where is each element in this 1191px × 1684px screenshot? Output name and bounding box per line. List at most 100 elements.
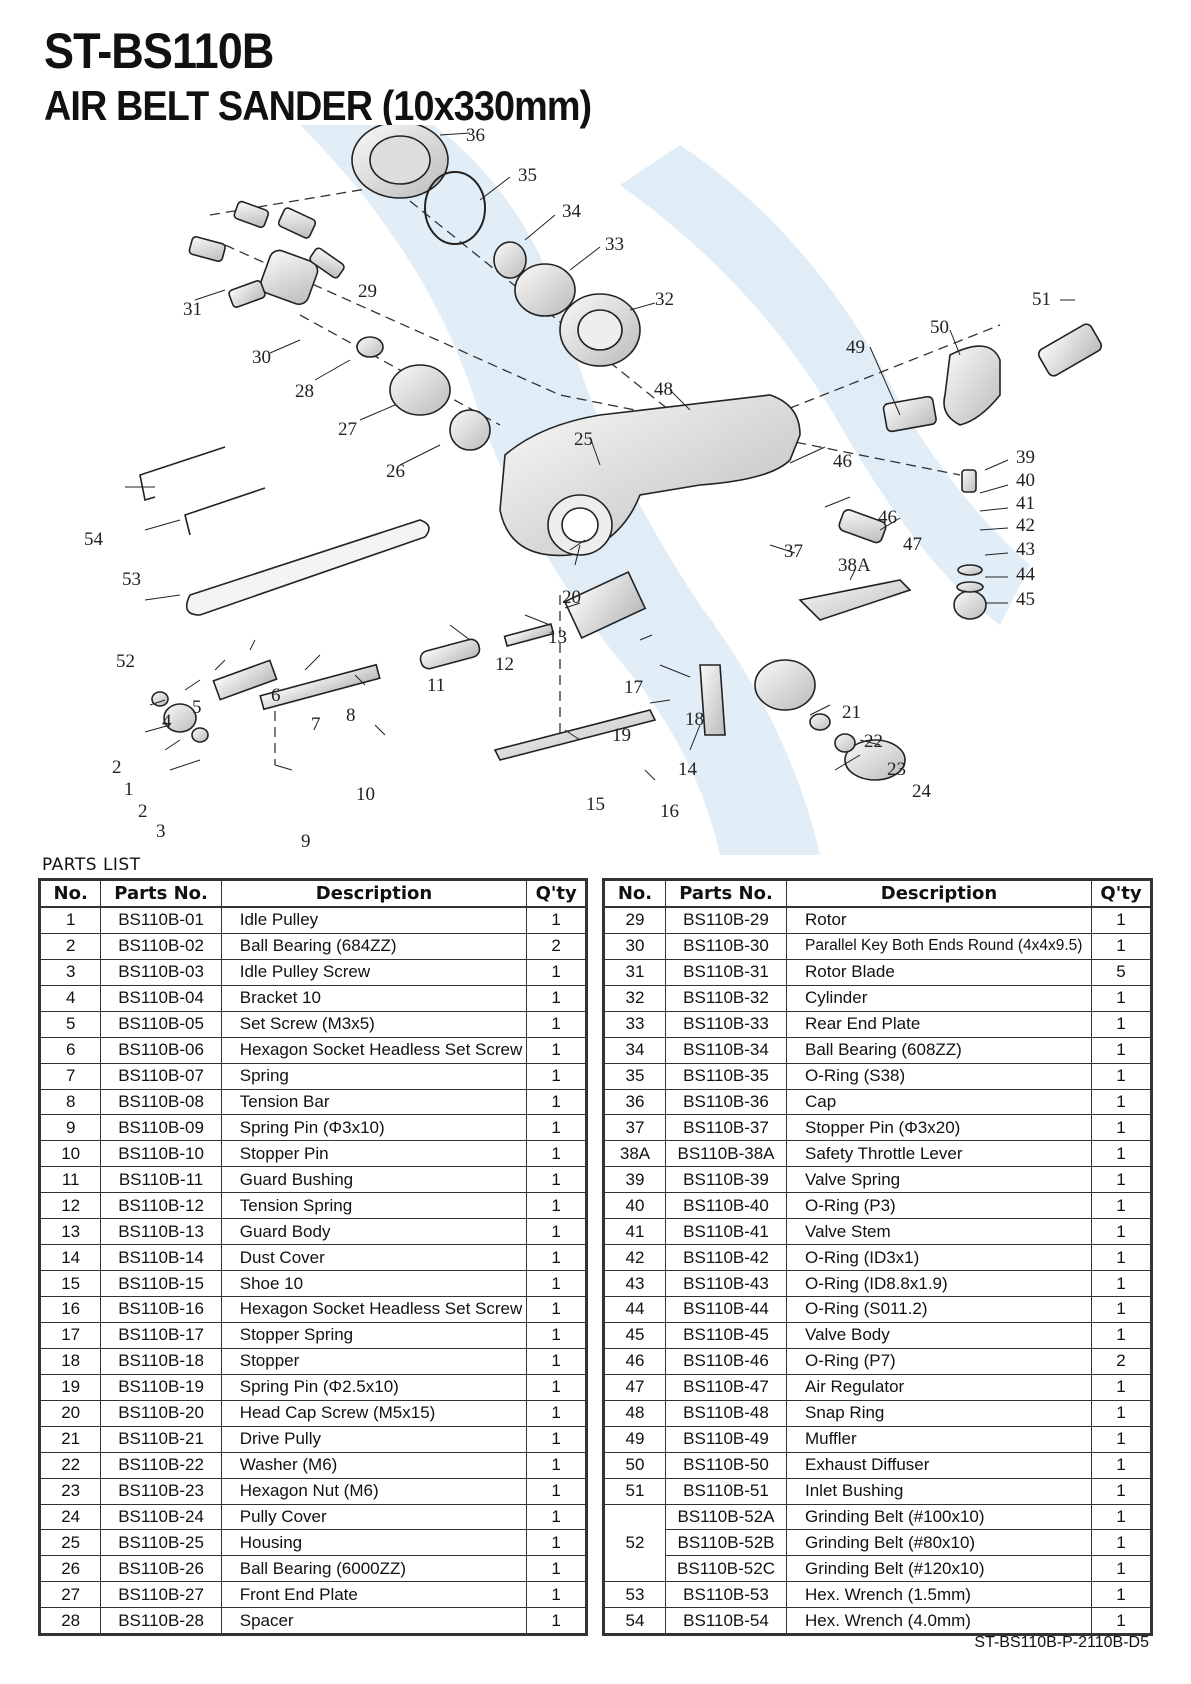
cell-description: Hexagon Socket Headless Set Screw	[220, 1036, 528, 1064]
cell-qty: 1	[1091, 1503, 1152, 1531]
cell-parts-no: BS110B-10	[100, 1140, 222, 1168]
throttle-lever-part	[798, 579, 912, 621]
cell-description: O-Ring (S011.2)	[786, 1296, 1092, 1323]
cell-description: Muffler	[786, 1425, 1092, 1453]
cell-no: 15	[38, 1270, 102, 1297]
o-ring-part	[424, 171, 486, 245]
cell-description: Spring	[220, 1062, 528, 1090]
idle-pulley-part	[163, 703, 197, 733]
cell-qty: 1	[526, 1140, 587, 1168]
callout-6: 6	[271, 685, 281, 706]
cell-description: Tension Spring	[220, 1192, 528, 1220]
cell-qty: 1	[526, 1503, 587, 1531]
callout-53: 53	[122, 569, 141, 590]
cell-qty: 1	[526, 1192, 587, 1220]
cell-parts-no: BS110B-30	[665, 932, 787, 960]
cell-description: O-Ring (ID3x1)	[786, 1244, 1092, 1272]
callout-10: 10	[356, 784, 375, 805]
bracket-part	[212, 659, 278, 701]
col-header-description: Description	[786, 878, 1092, 908]
cell-description: Valve Body	[786, 1321, 1092, 1349]
cell-parts-no: BS110B-53	[665, 1581, 787, 1609]
cell-parts-no: BS110B-09	[100, 1114, 222, 1142]
cell-no: 12	[38, 1192, 102, 1220]
callout-13: 13	[548, 627, 567, 648]
exploded-view-svg: 36 35 34 33 32 29 31 30 28 27 26 25 48 4…	[84, 115, 1103, 855]
callout-46b: 46	[878, 507, 897, 528]
cell-no: 6	[38, 1036, 102, 1064]
callout-39: 39	[1016, 447, 1035, 468]
callout-44: 44	[1016, 564, 1036, 585]
callout-2a: 2	[112, 757, 122, 778]
cell-description: Valve Stem	[786, 1218, 1092, 1246]
callout-38A: 38A	[838, 555, 871, 576]
cell-description: Front End Plate	[220, 1581, 528, 1609]
cell-description: O-Ring (ID8.8x1.9)	[786, 1270, 1092, 1297]
callout-24: 24	[912, 781, 932, 802]
cell-description: O-Ring (P3)	[786, 1192, 1092, 1220]
cell-description: Tension Bar	[220, 1088, 528, 1116]
cell-qty: 1	[526, 1036, 587, 1064]
cell-description: Ball Bearing (684ZZ)	[220, 932, 528, 960]
cell-parts-no: BS110B-22	[100, 1451, 222, 1479]
cell-no: 40	[603, 1192, 666, 1220]
cell-no: 53	[603, 1581, 666, 1609]
callout-1: 1	[124, 779, 134, 800]
cell-parts-no: BS110B-14	[100, 1244, 222, 1272]
cell-description: Grinding Belt (#80x10)	[786, 1529, 1092, 1557]
cell-description: Set Screw (M3x5)	[220, 1010, 528, 1038]
cell-qty: 1	[526, 1607, 587, 1636]
callout-3: 3	[156, 821, 166, 842]
cell-description: Spring Pin (Φ2.5x10)	[220, 1373, 528, 1401]
cell-qty: 1	[1091, 932, 1152, 960]
cell-no: 4	[38, 984, 102, 1012]
exploded-parts-diagram: 36 35 34 33 32 29 31 30 28 27 26 25 48 4…	[0, 115, 1191, 855]
cell-parts-no: BS110B-38A	[665, 1140, 787, 1168]
shoe-part	[493, 709, 657, 761]
cell-qty: 1	[526, 1270, 587, 1297]
cell-parts-no: BS110B-34	[665, 1036, 787, 1064]
cell-qty: 1	[1091, 1321, 1152, 1349]
cell-no: 9	[38, 1114, 102, 1142]
cell-parts-no: BS110B-01	[100, 906, 222, 934]
cell-no: 24	[38, 1503, 102, 1531]
cell-qty: 1	[1091, 1140, 1152, 1168]
cell-parts-no: BS110B-39	[665, 1166, 787, 1194]
drive-pully-part	[754, 659, 816, 711]
cell-qty: 1	[526, 1373, 587, 1401]
cell-qty: 1	[1091, 1373, 1152, 1401]
cell-parts-no: BS110B-28	[100, 1607, 222, 1636]
col-header-qty: Q'ty	[526, 878, 587, 908]
cell-parts-no: BS110B-49	[665, 1425, 787, 1453]
cell-parts-no: BS110B-52C	[665, 1555, 787, 1583]
cell-no: 3	[38, 958, 102, 986]
cell-description: Washer (M6)	[220, 1451, 528, 1479]
cell-description: Grinding Belt (#100x10)	[786, 1503, 1092, 1531]
cell-parts-no: BS110B-43	[665, 1270, 787, 1297]
cell-parts-no: BS110B-50	[665, 1451, 787, 1479]
cell-qty: 1	[526, 1425, 587, 1453]
cell-description: Idle Pulley	[220, 906, 528, 934]
cell-no: 5	[38, 1010, 102, 1038]
cell-parts-no: BS110B-20	[100, 1399, 222, 1427]
cell-qty: 1	[526, 1244, 587, 1272]
table-header-row: No. Parts No. Description Q'ty	[38, 878, 587, 908]
cell-no: 18	[38, 1347, 102, 1375]
callout-26: 26	[386, 461, 405, 482]
cell-parts-no: BS110B-06	[100, 1036, 222, 1064]
cell-description: Grinding Belt (#120x10)	[786, 1555, 1092, 1583]
cell-description: Drive Pully	[220, 1425, 528, 1453]
